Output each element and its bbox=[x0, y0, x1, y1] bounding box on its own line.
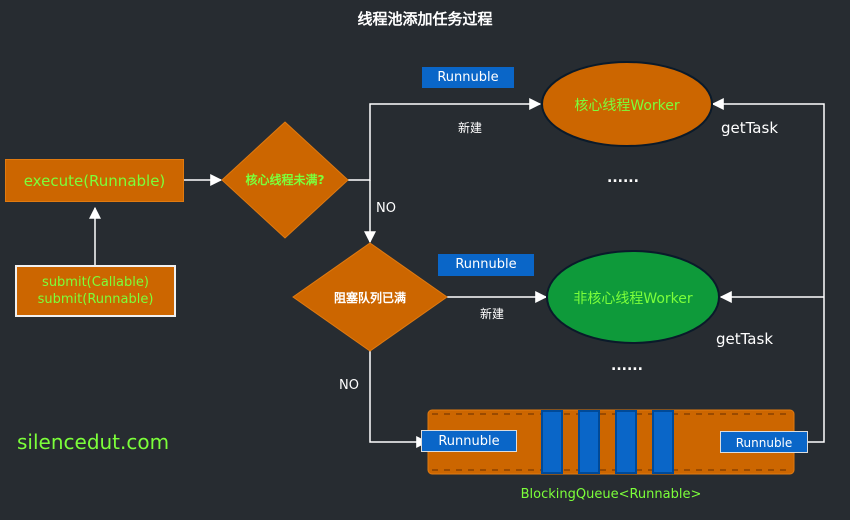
submit-callable-label: submit(Callable) bbox=[42, 275, 149, 290]
no-label-2: NO bbox=[339, 378, 359, 393]
execute-box: execute(Runnable) bbox=[5, 159, 184, 202]
watermark-text: silencedut.com bbox=[17, 430, 170, 454]
queue-full-label: 阻塞队列已满 bbox=[333, 291, 406, 305]
blocking-queue-label: BlockingQueue<Runnable> bbox=[520, 487, 702, 502]
execute-label: execute(Runnable) bbox=[23, 171, 166, 190]
queue-slot bbox=[578, 410, 600, 474]
queue-slot bbox=[615, 410, 637, 474]
gettask-label-2: getTask bbox=[716, 330, 774, 348]
queue-runnable-outgoing: Runnuble bbox=[720, 431, 808, 453]
core-worker-ellipse bbox=[541, 61, 713, 147]
noncore-worker-label: 非核心线程Worker bbox=[573, 291, 693, 307]
arrow-queue-full-no bbox=[369, 351, 429, 448]
arrow-to-core-worker bbox=[348, 98, 542, 181]
runnable-tag-core: Runnuble bbox=[422, 67, 514, 88]
submit-runnable-label: submit(Runnable) bbox=[37, 292, 154, 307]
core-check-diamond bbox=[221, 121, 349, 239]
runnable-tag-noncore: Runnuble bbox=[438, 254, 534, 276]
queue-slot bbox=[652, 410, 674, 474]
diagram-title: 线程池添加任务过程 bbox=[357, 10, 493, 28]
new-noncore-label: 新建 bbox=[480, 307, 505, 321]
queue-runnable-incoming: Runnuble bbox=[421, 430, 517, 452]
core-check-label: 核心线程未满? bbox=[245, 173, 325, 187]
ellipsis-noncore-workers: ...... bbox=[611, 358, 643, 374]
queue-slot bbox=[541, 410, 563, 474]
queue-full-diamond bbox=[292, 242, 448, 352]
no-label-1: NO bbox=[376, 201, 396, 216]
ellipsis-core-workers: ...... bbox=[607, 170, 639, 186]
arrow-gettask-core bbox=[711, 98, 825, 443]
submit-box: submit(Callable) submit(Runnable) bbox=[15, 265, 176, 317]
noncore-worker-ellipse bbox=[546, 250, 720, 344]
gettask-label-1: getTask bbox=[721, 119, 779, 137]
core-worker-label: 核心线程Worker bbox=[574, 98, 680, 114]
new-core-label: 新建 bbox=[458, 121, 483, 135]
